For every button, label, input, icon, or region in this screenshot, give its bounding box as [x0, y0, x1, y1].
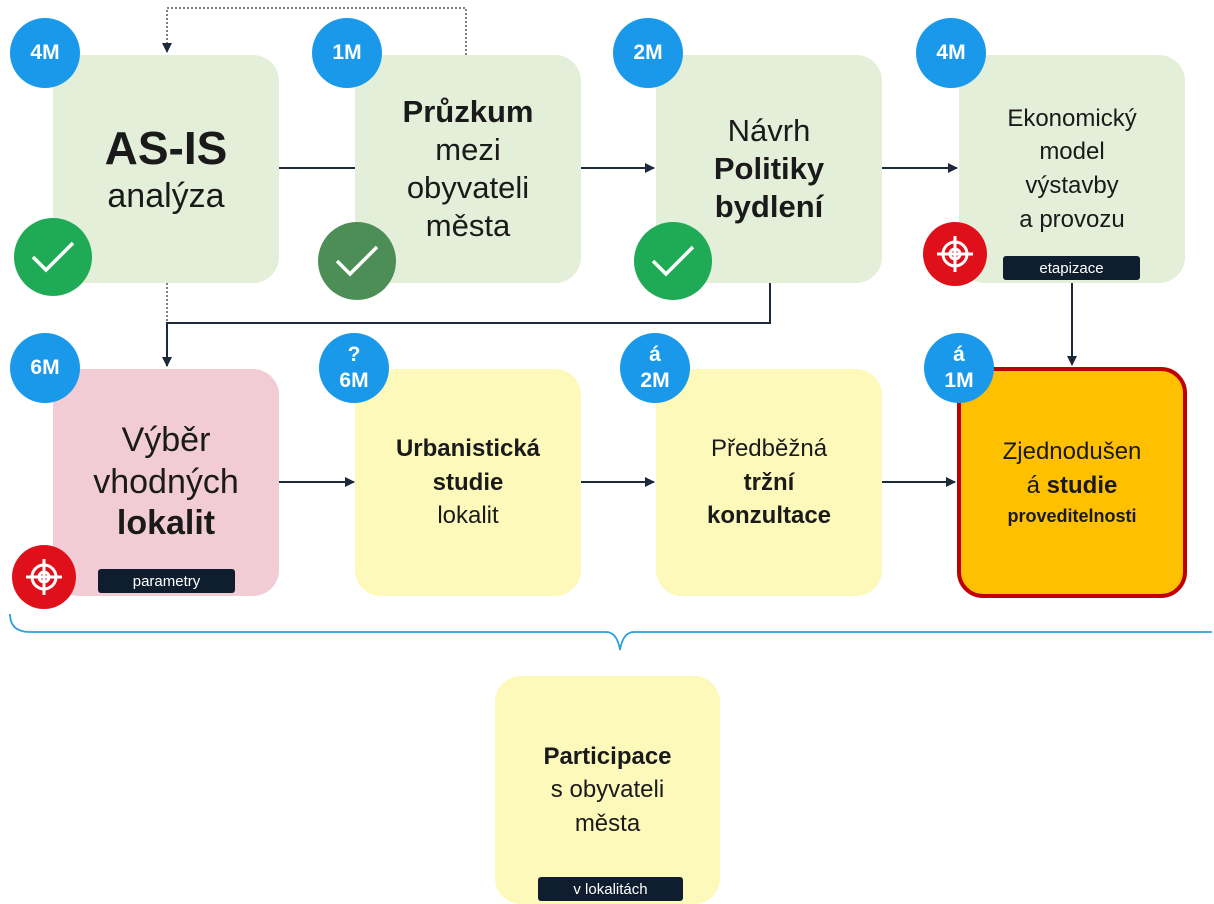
step-title: proveditelnosti: [1007, 505, 1137, 526]
badge-text: 2M: [640, 369, 670, 392]
badge-text: 6M: [30, 355, 60, 379]
tag-label: parametry: [98, 569, 235, 593]
step-line: mezi: [435, 132, 501, 168]
tag-label: v lokalitách: [538, 877, 683, 901]
step-title: lokalit: [116, 504, 216, 543]
step-line: lokalit: [437, 502, 499, 530]
step-line: a provozu: [1019, 205, 1125, 233]
badge-text: á: [649, 342, 661, 366]
step-line: města: [425, 207, 511, 243]
step-line: á studie: [1027, 469, 1118, 503]
duration-badge: 6M: [10, 333, 80, 403]
step-title: studie: [432, 468, 504, 496]
duration-badge: 2M: [613, 18, 683, 88]
step-title: bydlení: [714, 188, 824, 224]
duration-badge: 4M: [10, 18, 80, 88]
step-line: Ekonomický: [1007, 104, 1137, 132]
duration-badge: 1M: [312, 18, 382, 88]
participation-box: Participace s obyvateli města: [495, 676, 720, 904]
step-title: Průzkum: [402, 94, 534, 130]
duration-badge: á 2M: [620, 333, 690, 403]
step-line: Výběr: [121, 421, 211, 460]
step-asis-analysis: AS-IS analýza: [53, 55, 279, 283]
step-housing-policy: Návrh Politiky bydlení: [656, 55, 882, 283]
badge-text: á: [953, 342, 965, 366]
step-urban-study: Urbanistická studie lokalit: [355, 369, 581, 596]
checkmark-icon: [318, 222, 396, 300]
step-title: konzultace: [706, 502, 832, 530]
badge-text: 4M: [936, 40, 966, 64]
duration-badge: ? 6M: [319, 333, 389, 403]
checkmark-icon: [634, 222, 712, 300]
step-title: AS-IS: [104, 122, 228, 175]
step-line: s obyvateli: [550, 776, 665, 804]
step-economic-model: Ekonomický model výstavby a provozu: [959, 55, 1185, 283]
badge-text: 1M: [332, 40, 362, 64]
badge-text: 4M: [30, 40, 60, 64]
step-line: model: [1039, 138, 1105, 166]
tag-label: etapizace: [1003, 256, 1140, 280]
step-line: Předběžná: [710, 435, 828, 463]
duration-badge: á 1M: [924, 333, 994, 403]
step-line: Návrh: [727, 113, 811, 149]
step-line: města: [574, 809, 641, 837]
step-line: výstavby: [1025, 172, 1119, 199]
participation-brace: [9, 613, 1212, 651]
badge-text: 6M: [339, 369, 369, 392]
step-line: Zjednodušen: [1002, 438, 1142, 466]
checkmark-icon: [14, 218, 92, 296]
step-title: Politiky: [713, 151, 825, 187]
flow-arrow-policy-selection: [162, 283, 771, 367]
step-line: obyvateli: [406, 170, 530, 205]
step-line-start: á: [1026, 472, 1047, 499]
step-feasibility-study: Zjednodušen á studie proveditelnosti: [957, 367, 1187, 598]
target-icon: [12, 545, 76, 609]
badge-text: ?: [347, 342, 361, 366]
step-site-selection: Výběr vhodných lokalit: [53, 369, 279, 596]
badge-text: 2M: [633, 40, 663, 64]
step-line-bold: studie: [1046, 472, 1118, 499]
badge-text: 1M: [944, 369, 974, 392]
step-title: Urbanistická: [395, 435, 541, 463]
step-line: vhodných: [93, 462, 239, 501]
feedback-arrow: [162, 7, 467, 55]
step-subtitle: analýza: [107, 177, 225, 216]
step-title: tržní: [743, 468, 795, 496]
step-title: Participace: [543, 742, 672, 770]
step-market-consultation: Předběžná tržní konzultace: [656, 369, 882, 596]
duration-badge: 4M: [916, 18, 986, 88]
target-icon: [923, 222, 987, 286]
